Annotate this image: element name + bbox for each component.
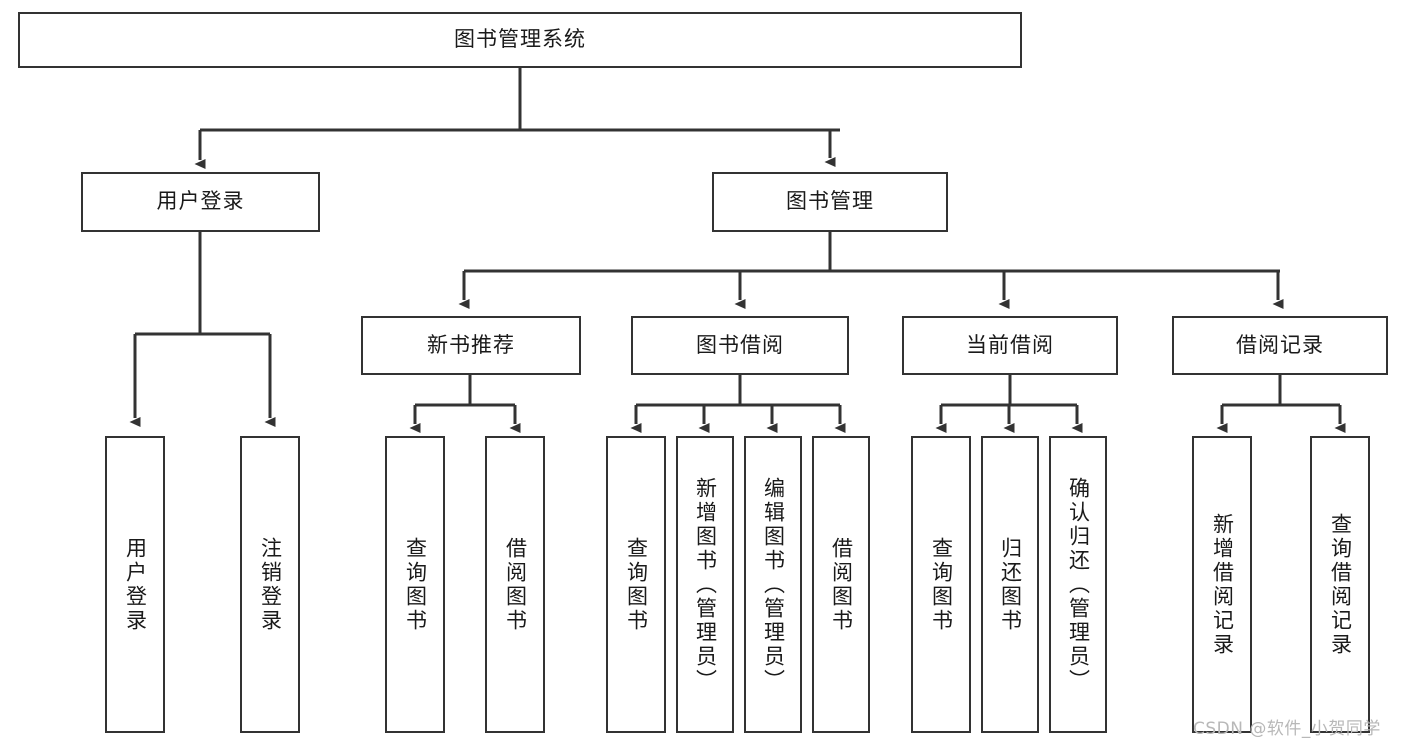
node-leaf-query-book-2[interactable]: 查询图书 [606,436,666,733]
node-book-manage-label: 图书管理 [786,189,874,214]
node-leaf-query-book-3[interactable]: 查询图书 [911,436,971,733]
node-leaf-query-book-3-label: 查询图书 [929,536,954,633]
node-leaf-user-logout[interactable]: 注销登录 [240,436,300,733]
node-leaf-query-record[interactable]: 查询借阅记录 [1310,436,1370,733]
node-leaf-add-book-label: 新增图书（管理员） [693,476,718,693]
node-root[interactable]: 图书管理系统 [18,12,1022,68]
node-borrow-record-label: 借阅记录 [1236,332,1324,357]
node-leaf-add-record[interactable]: 新增借阅记录 [1192,436,1252,733]
node-book-manage[interactable]: 图书管理 [712,172,948,232]
csdn-watermark: CSDN @软件_小贺同学 [1193,719,1381,739]
node-root-label: 图书管理系统 [454,27,586,52]
node-leaf-user-login-label: 用户登录 [123,536,148,633]
node-leaf-confirm-return[interactable]: 确认归还（管理员） [1049,436,1107,733]
node-leaf-borrow-book-1-label: 借阅图书 [503,536,528,633]
node-leaf-edit-book-label: 编辑图书（管理员） [761,476,786,693]
node-leaf-add-record-label: 新增借阅记录 [1210,512,1235,657]
node-leaf-add-book[interactable]: 新增图书（管理员） [676,436,734,733]
node-leaf-confirm-return-label: 确认归还（管理员） [1066,476,1091,693]
node-leaf-query-book-1[interactable]: 查询图书 [385,436,445,733]
node-leaf-return-book[interactable]: 归还图书 [981,436,1039,733]
node-new-book-recommend-label: 新书推荐 [427,332,515,357]
node-leaf-borrow-book-1[interactable]: 借阅图书 [485,436,545,733]
node-new-book-recommend[interactable]: 新书推荐 [361,316,581,375]
node-book-borrow[interactable]: 图书借阅 [631,316,849,375]
node-leaf-return-book-label: 归还图书 [998,536,1023,633]
node-current-borrow-label: 当前借阅 [966,332,1054,357]
node-leaf-borrow-book-2[interactable]: 借阅图书 [812,436,870,733]
node-borrow-record[interactable]: 借阅记录 [1172,316,1388,375]
node-leaf-user-logout-label: 注销登录 [258,536,283,633]
node-leaf-query-record-label: 查询借阅记录 [1328,512,1353,657]
node-leaf-borrow-book-2-label: 借阅图书 [829,536,854,633]
node-user-login-label: 用户登录 [156,189,245,214]
node-user-login[interactable]: 用户登录 [81,172,320,232]
node-leaf-query-book-2-label: 查询图书 [624,536,649,633]
node-current-borrow[interactable]: 当前借阅 [902,316,1118,375]
node-book-borrow-label: 图书借阅 [696,332,784,357]
node-leaf-user-login[interactable]: 用户登录 [105,436,165,733]
node-leaf-edit-book[interactable]: 编辑图书（管理员） [744,436,802,733]
node-leaf-query-book-1-label: 查询图书 [403,536,428,633]
